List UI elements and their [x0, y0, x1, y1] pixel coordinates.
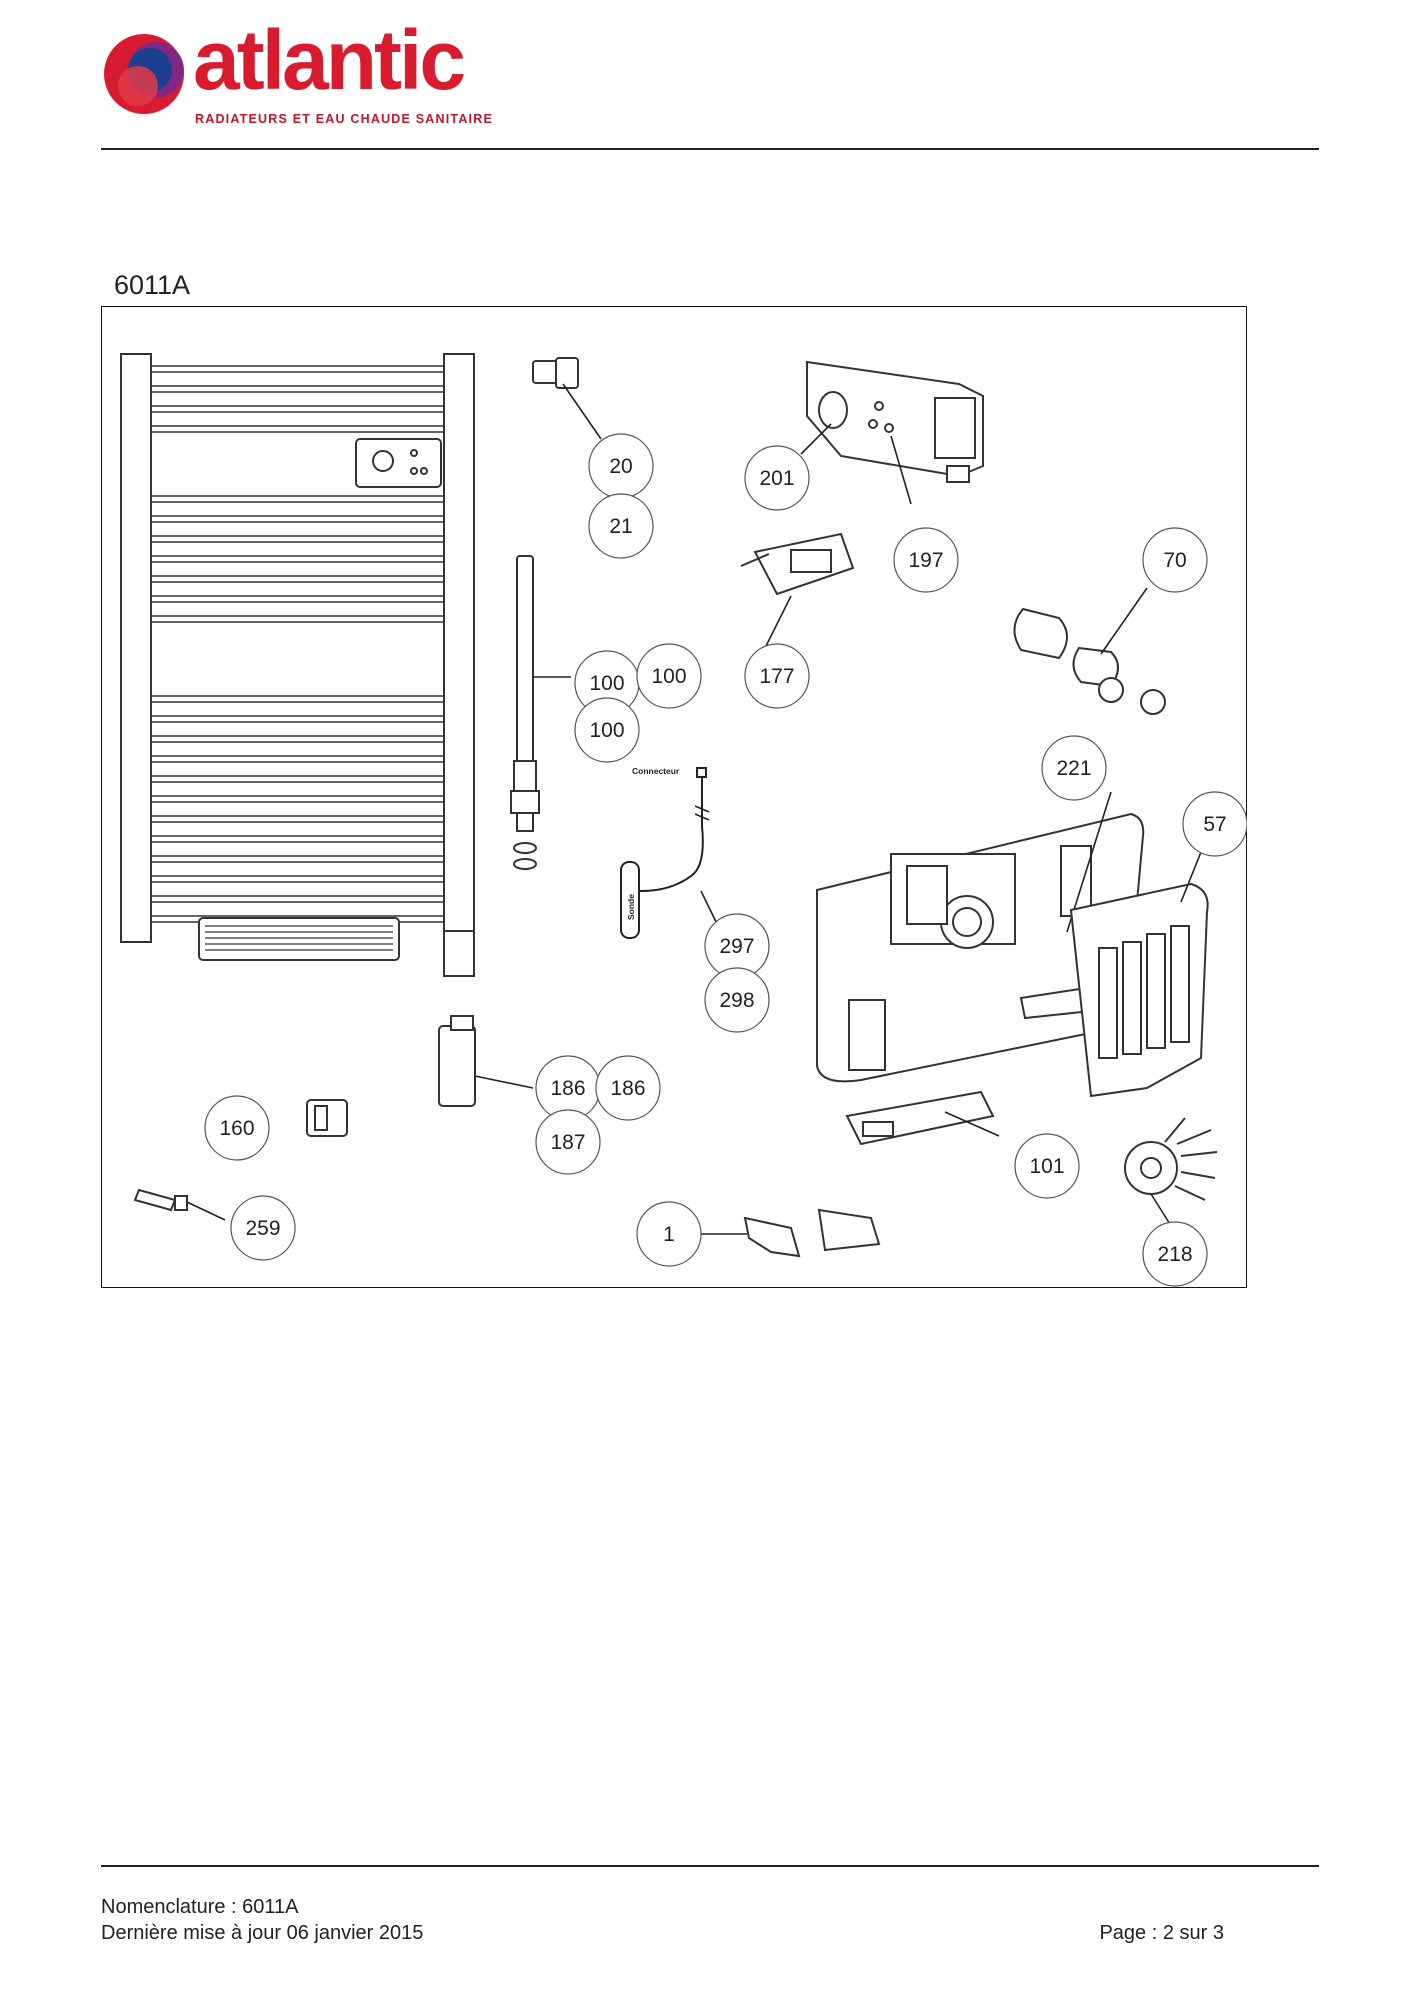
heating-element-part: [510, 555, 540, 870]
footer-updated-date: Dernière mise à jour 06 janvier 2015: [101, 1922, 424, 1944]
sleeve-part: [438, 1015, 476, 1107]
connector-label: Connecteur: [632, 766, 680, 776]
svg-text:187: 187: [550, 1131, 585, 1154]
callout-298: 298: [704, 967, 770, 1033]
wall-bracket-part: [743, 1208, 881, 1258]
header-divider: [101, 148, 1319, 150]
filter-grille-part: [1069, 882, 1209, 1098]
callout-297: 297: [704, 913, 770, 979]
rail-bracket-part: [845, 1090, 995, 1146]
callout-57: 57: [1182, 791, 1247, 857]
svg-text:186: 186: [550, 1077, 585, 1100]
callout-201: 201: [744, 445, 810, 511]
svg-text:259: 259: [245, 1217, 280, 1240]
svg-text:160: 160: [219, 1117, 254, 1140]
callout-187: 187: [535, 1109, 601, 1175]
svg-text:70: 70: [1163, 549, 1186, 572]
brand-wordmark: atlantic: [193, 13, 466, 107]
fan-wheel-part: [1124, 1117, 1218, 1201]
footer-page-number: Page : 2 sur 3: [1099, 1922, 1224, 1944]
svg-text:101: 101: [1029, 1155, 1064, 1178]
callout-218: 218: [1142, 1221, 1208, 1287]
svg-text:20: 20: [609, 455, 632, 478]
footer-divider: [101, 1865, 1319, 1867]
callout-100-a: 100: [574, 650, 640, 716]
diagram-title: 6011A: [114, 270, 191, 300]
callout-21: 21: [588, 493, 654, 559]
switch-part: [306, 1099, 348, 1137]
svg-text:197: 197: [908, 549, 943, 572]
thermostat-board-part: [740, 532, 855, 596]
svg-text:186: 186: [610, 1077, 645, 1100]
svg-text:100: 100: [651, 665, 686, 688]
callout-221: 221: [1041, 735, 1107, 801]
callout-177: 177: [744, 643, 810, 709]
towel-radiator-drawing: [120, 353, 475, 977]
probe-cable-part: [620, 767, 710, 939]
callout-160: 160: [204, 1095, 270, 1161]
logo-mark-icon: [104, 34, 184, 114]
end-cap-part: [532, 357, 579, 389]
atlantic-logo: atlantic RADIATEURS ET EAU CHAUDE SANITA…: [98, 18, 518, 130]
svg-text:201: 201: [759, 467, 794, 490]
callout-197: 197: [893, 527, 959, 593]
brand-tagline: RADIATEURS ET EAU CHAUDE SANITAIRE: [195, 112, 493, 126]
callout-100-b: 100: [636, 643, 702, 709]
callout-100-c: 100: [574, 697, 640, 763]
svg-text:1: 1: [663, 1223, 675, 1246]
callout-70: 70: [1142, 527, 1208, 593]
footer-nomenclature: Nomenclature : 6011A: [101, 1896, 299, 1918]
svg-text:100: 100: [589, 672, 624, 695]
svg-text:221: 221: [1056, 757, 1091, 780]
svg-text:21: 21: [609, 515, 632, 538]
probe-label: Sonde: [626, 894, 636, 920]
svg-text:100: 100: [589, 719, 624, 742]
svg-text:177: 177: [759, 665, 794, 688]
svg-text:57: 57: [1203, 813, 1226, 836]
screw-part: [133, 1188, 188, 1212]
callout-20: 20: [588, 433, 654, 499]
callout-259: 259: [230, 1195, 296, 1261]
exploded-parts-diagram: Connecteur Sonde: [101, 306, 1247, 1288]
svg-text:297: 297: [719, 935, 754, 958]
cylinder-cover-part: [1013, 607, 1166, 715]
callout-186-b: 186: [595, 1055, 661, 1121]
svg-text:298: 298: [719, 989, 754, 1012]
callout-1: 1: [636, 1201, 702, 1267]
control-module-part: [806, 360, 984, 483]
callout-101: 101: [1014, 1133, 1080, 1199]
svg-text:218: 218: [1157, 1243, 1192, 1266]
